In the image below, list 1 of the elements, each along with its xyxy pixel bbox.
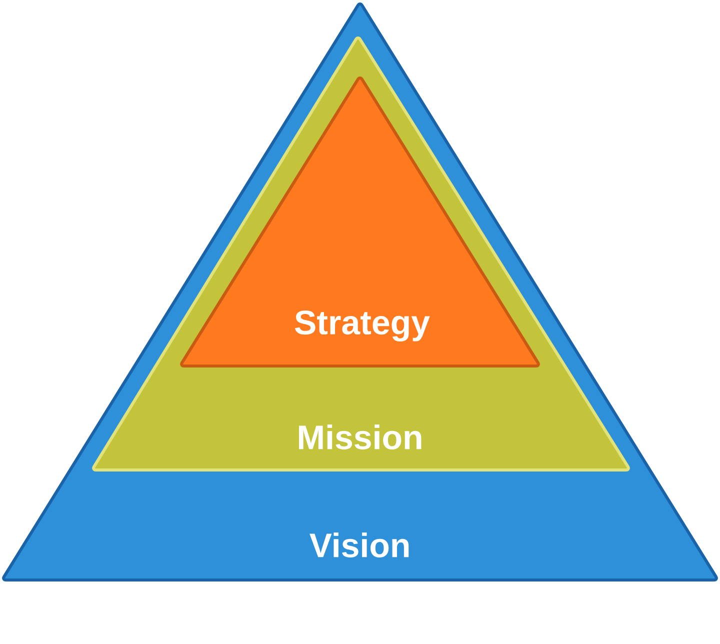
pyramid-layer: Strategy [180, 76, 540, 368]
